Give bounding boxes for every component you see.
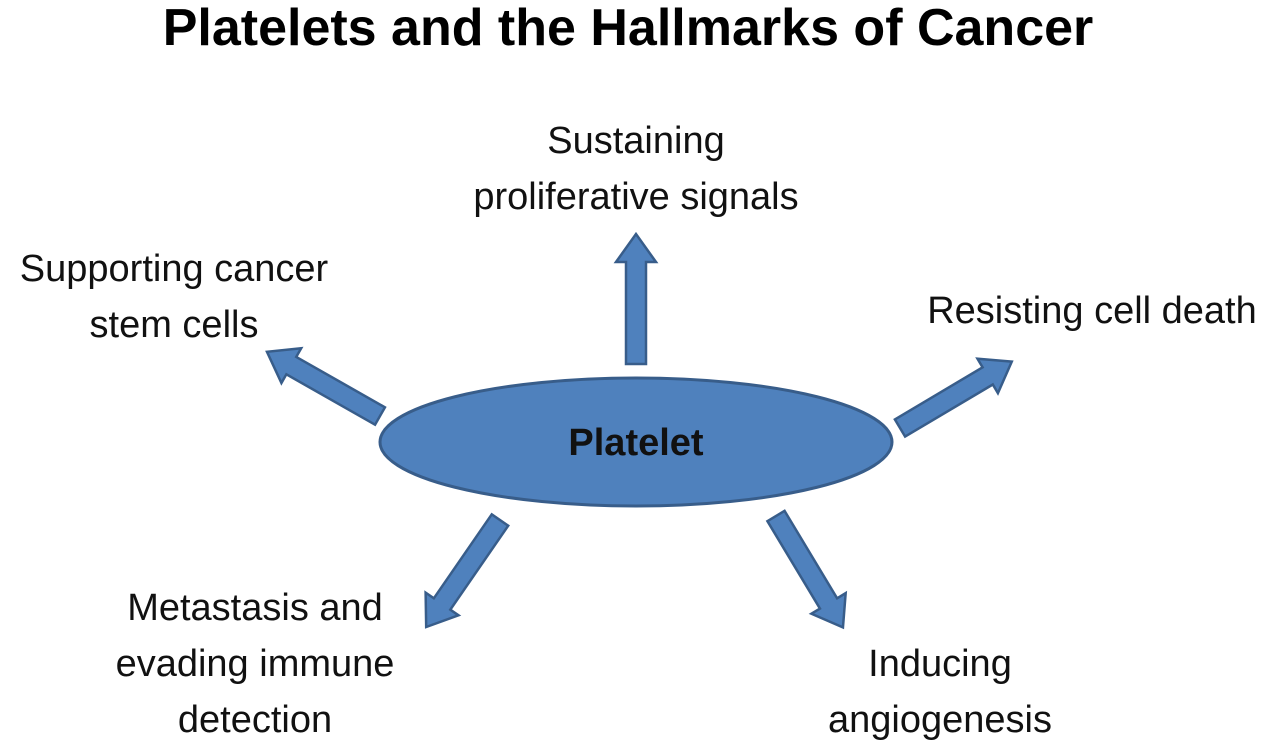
platelet-label: Platelet [568, 422, 704, 464]
hallmark-upper-right-line1: Resisting cell death [927, 290, 1257, 332]
hallmark-lower-left-label: Metastasis and evading immune detection [80, 580, 430, 748]
hallmark-top-label: Sustaining proliferative signals [436, 113, 836, 225]
hallmark-upper-left-line1: Supporting cancer [19, 248, 329, 290]
arrow-upper-right [893, 357, 1014, 439]
hallmark-top-line1: Sustaining [547, 120, 725, 162]
hallmark-top-line2: proliferative signals [473, 176, 799, 218]
hallmark-lower-left-line1: Metastasis and [127, 587, 383, 629]
hallmark-upper-right-label: Resisting cell death [906, 283, 1278, 339]
arrow-upper-left [265, 346, 387, 427]
platelet-ellipse [378, 376, 894, 508]
hallmark-lower-left-line2: evading immune [115, 643, 395, 685]
arrow-lower-right [765, 509, 848, 630]
hallmark-lower-right-line2: angiogenesis [828, 699, 1052, 741]
hallmark-upper-left-label: Supporting cancer stem cells [0, 241, 348, 353]
hallmark-upper-left-line2: stem cells [89, 304, 259, 346]
arrow-up [613, 231, 659, 366]
hallmark-lower-right-label: Inducing angiogenesis [800, 636, 1080, 748]
hallmark-lower-right-line1: Inducing [868, 643, 1012, 685]
diagram-title: Platelets and the Hallmarks of Cancer [162, 0, 1094, 57]
hallmark-lower-left-line3: detection [177, 699, 333, 741]
arrow-lower-left [424, 512, 510, 629]
